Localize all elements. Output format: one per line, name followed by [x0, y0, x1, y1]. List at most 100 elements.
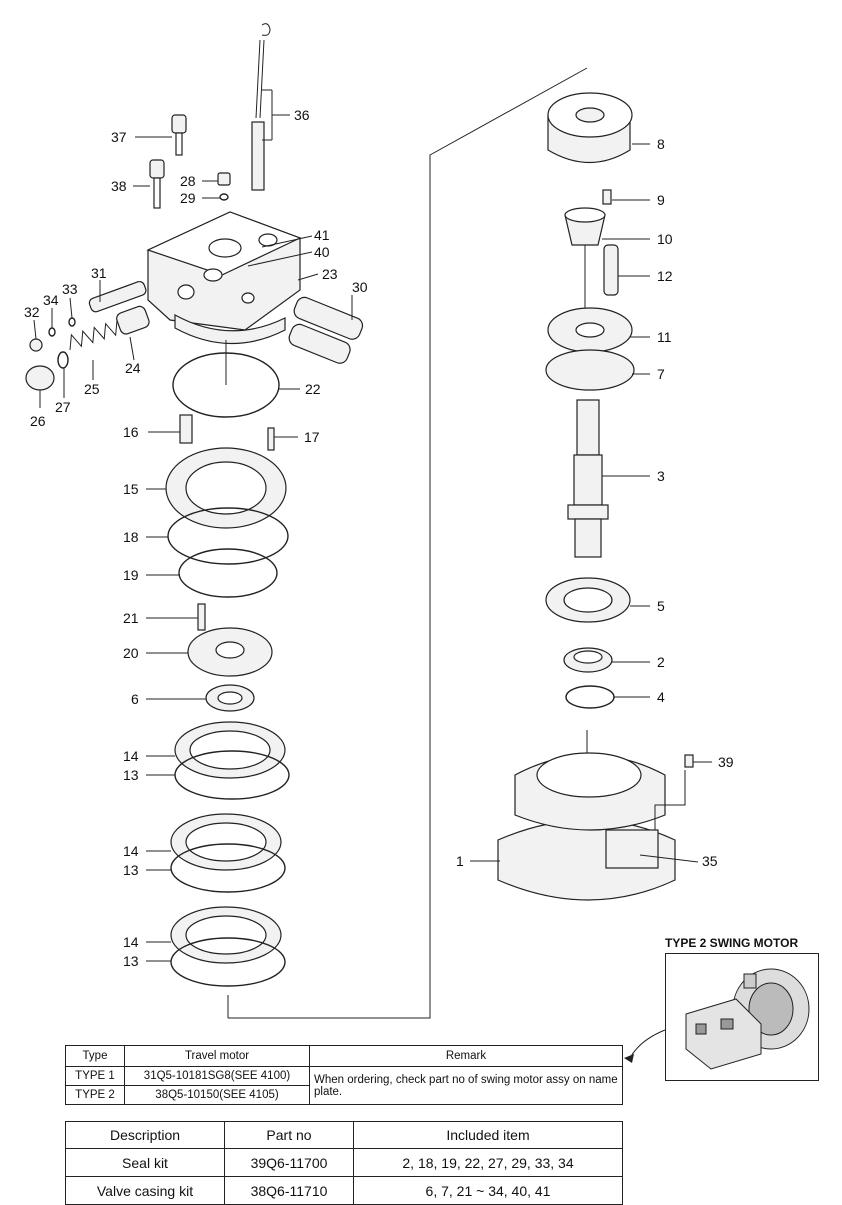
- part-39-plug: [684, 754, 694, 768]
- callout-8: 8: [657, 136, 665, 152]
- part-21-pin: [197, 603, 206, 631]
- table-row: Seal kit 39Q6-11700 2, 18, 19, 22, 27, 2…: [65, 1148, 623, 1177]
- part-32-plug: [29, 338, 43, 352]
- callout-29: 29: [180, 190, 196, 206]
- included-item-header: Included item: [353, 1121, 623, 1149]
- part-24-plug: [116, 305, 150, 335]
- callout-14-middle: 14: [123, 843, 139, 859]
- part-1-casing: [497, 752, 676, 901]
- callout-13-middle: 13: [123, 862, 139, 878]
- type-cell: TYPE 2: [65, 1085, 125, 1105]
- callout-31: 31: [91, 265, 107, 281]
- callout-28: 28: [180, 173, 196, 189]
- travel-motor-type-table: Type Travel motor Remark TYPE 1 31Q5-101…: [65, 1045, 623, 1105]
- part-9-spring: [602, 189, 612, 205]
- description-cell: Valve casing kit: [65, 1176, 225, 1205]
- part-19-oring: [178, 548, 278, 598]
- part-14-friction-plate-2: [170, 813, 282, 871]
- arrow-head-icon: [624, 1054, 634, 1063]
- table-row: TYPE 2 38Q5-10150(SEE 4105): [65, 1085, 623, 1105]
- part-20-valve-plate: [187, 627, 273, 677]
- included-item-cell: 2, 18, 19, 22, 27, 29, 33, 34: [353, 1148, 623, 1177]
- part-28-plug: [217, 172, 231, 186]
- callout-13-lower: 13: [123, 953, 139, 969]
- part-38-bolt: [149, 159, 165, 209]
- part-13-separator-plate-3: [170, 937, 286, 987]
- callout-23: 23: [322, 266, 338, 282]
- remark-cell: When ordering, check part no of swing mo…: [309, 1066, 623, 1105]
- callout-11: 11: [657, 329, 672, 345]
- travel-motor-header: Travel motor: [124, 1045, 310, 1067]
- inset-title: TYPE 2 SWING MOTOR: [665, 936, 799, 950]
- part-31-sleeve: [88, 280, 147, 313]
- part-27-oring: [57, 351, 69, 369]
- callout-41: 41: [314, 227, 330, 243]
- part-8-cylinder-block: [547, 92, 633, 164]
- callout-25: 25: [84, 381, 100, 397]
- travel-motor-cell: 31Q5-10181SG8(SEE 4100): [124, 1066, 310, 1086]
- part-35-valve-block: [605, 829, 659, 869]
- callout-13-upper: 13: [123, 767, 139, 783]
- part-14-friction-plate-3: [170, 906, 282, 964]
- part-29-oring: [219, 193, 229, 201]
- callout-40: 40: [314, 244, 330, 260]
- callout-6: 6: [131, 691, 139, 707]
- callout-36: 36: [294, 107, 310, 123]
- table-row: TYPE 1 31Q5-10181SG8(SEE 4100) When orde…: [65, 1066, 623, 1105]
- callout-10: 10: [657, 231, 673, 247]
- callout-12: 12: [657, 268, 673, 284]
- assembly-path-line: [228, 67, 588, 1019]
- callout-30: 30: [352, 279, 368, 295]
- callout-35: 35: [702, 853, 718, 869]
- type-header: Type: [65, 1045, 125, 1067]
- callout-4: 4: [657, 689, 665, 705]
- callout-17: 17: [304, 429, 320, 445]
- kit-table: Description Part no Included item Seal k…: [65, 1121, 623, 1205]
- callout-19: 19: [123, 567, 139, 583]
- callout-37: 37: [111, 129, 127, 145]
- callout-21: 21: [123, 610, 139, 626]
- callout-7: 7: [657, 366, 665, 382]
- type-cell: TYPE 1: [65, 1066, 125, 1086]
- callout-34: 34: [43, 292, 59, 308]
- part-17-pin: [267, 427, 275, 451]
- part-34-oring: [48, 327, 56, 337]
- callout-5: 5: [657, 598, 665, 614]
- callout-15: 15: [123, 481, 139, 497]
- callout-3: 3: [657, 468, 665, 484]
- part-37-bolt: [171, 114, 187, 156]
- part-no-cell: 39Q6-11700: [224, 1148, 354, 1177]
- table-row: Valve casing kit 38Q6-11710 6, 7, 21 ~ 3…: [65, 1176, 623, 1205]
- part-12-piston: [603, 244, 619, 296]
- part-36-drain-plug-rod: [251, 23, 271, 191]
- callout-27: 27: [55, 399, 71, 415]
- callout-32: 32: [24, 304, 40, 320]
- part-3-drive-shaft: [567, 399, 609, 558]
- callout-14-lower: 14: [123, 934, 139, 950]
- part-30-relief-valve: [288, 296, 364, 364]
- callout-33: 33: [62, 281, 78, 297]
- part-23-valve-casing: [146, 211, 302, 345]
- part-5-roller-bearing: [545, 577, 631, 623]
- type-2-swing-motor-picture: [685, 968, 810, 1070]
- part-2-bushing: [563, 647, 613, 673]
- remark-header: Remark: [309, 1045, 623, 1067]
- callout-1: 1: [456, 853, 464, 869]
- callout-20: 20: [123, 645, 139, 661]
- part-16-spring: [179, 414, 193, 444]
- part-25-spring: [69, 319, 118, 351]
- part-26-plug: [25, 365, 55, 391]
- part-13-separator-plate-2: [170, 843, 286, 893]
- callout-9: 9: [657, 192, 665, 208]
- callout-26: 26: [30, 413, 46, 429]
- part-no-header: Part no: [224, 1121, 354, 1149]
- part-14-friction-plate-1: [174, 721, 286, 779]
- part-7-shoe-plate: [545, 349, 635, 391]
- callout-38: 38: [111, 178, 127, 194]
- part-15-brake-piston: [165, 447, 287, 529]
- travel-motor-cell: 38Q5-10150(SEE 4105): [124, 1085, 310, 1105]
- part-11-set-plate: [547, 307, 633, 353]
- type-2-swing-motor-inset: [665, 953, 819, 1081]
- callout-2: 2: [657, 654, 665, 670]
